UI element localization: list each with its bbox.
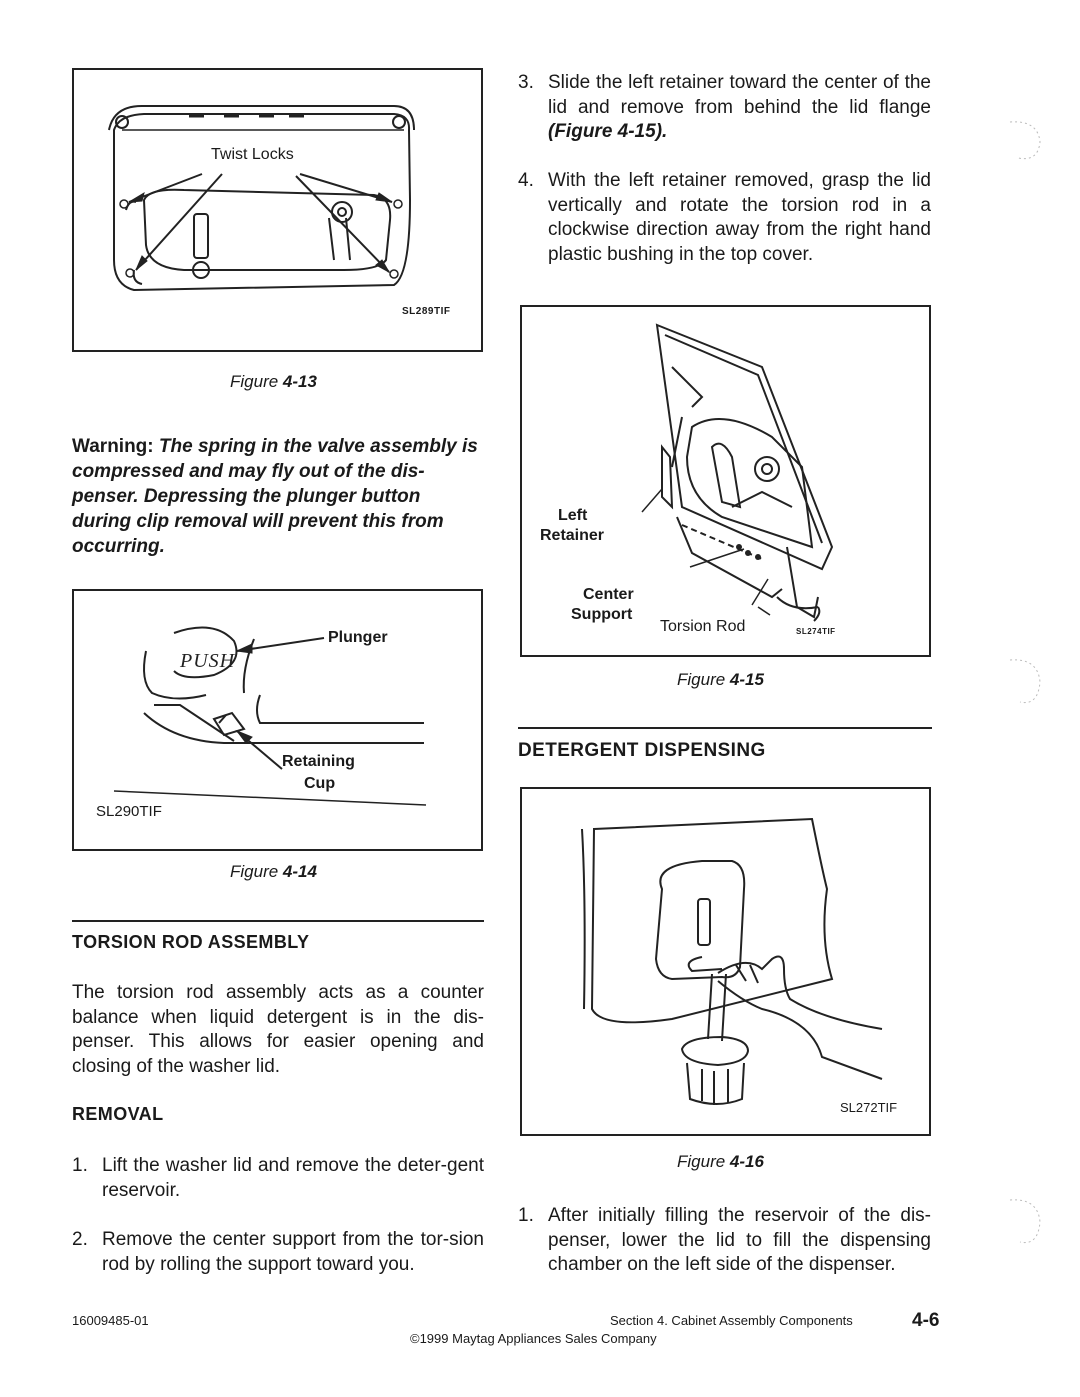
footer-doc-number: 16009485-01 xyxy=(72,1313,149,1328)
figure-4-13-caption-prefix: Figure xyxy=(230,372,283,391)
figure-4-13-illustration xyxy=(108,104,415,292)
figure-4-13-caption-number: 4-13 xyxy=(282,372,317,391)
removal-heading: REMOVAL xyxy=(72,1104,164,1124)
warning-text: Warning: The spring in the valve assembl… xyxy=(72,434,482,559)
torsion-paragraph: The torsion rod assembly acts as a count… xyxy=(72,982,484,1077)
removal-step-4: 4. With the left retainer removed, grasp… xyxy=(518,169,931,269)
removal-step-2: 2. Remove the center support from the to… xyxy=(72,1228,484,1278)
removal-step-1-number: 1. xyxy=(72,1155,88,1176)
figure-4-16-code: SL272TIF xyxy=(840,1100,898,1115)
left-retainer-label: Left Retainer xyxy=(540,506,604,546)
removal-step-1-text: Lift the washer lid and remove the deter… xyxy=(102,1155,484,1201)
detergent-heading: DETERGENT DISPENSING xyxy=(518,740,766,761)
retainer-label: Retainer xyxy=(540,527,605,544)
figure-4-16-caption-prefix: Figure xyxy=(677,1152,730,1171)
removal-step-3-number: 3. xyxy=(518,72,534,93)
figure-4-16-caption-number: 4-16 xyxy=(729,1152,764,1171)
removal-step-4-text: With the left retainer removed, grasp th… xyxy=(548,170,931,265)
figure-4-15-caption: Figure 4-15 xyxy=(677,670,764,690)
figure-4-14-code: SL290TIF xyxy=(96,803,162,820)
figure-4-15-box: Left Retainer Center Support Torsion Rod… xyxy=(520,305,931,657)
removal-step-2-text: Remove the center support from the tor-s… xyxy=(102,1229,484,1275)
center-support-label: Center Support xyxy=(571,585,634,625)
detergent-step-1: 1. After initially filling the reservoir… xyxy=(518,1204,931,1279)
figure-4-16-caption: Figure 4-16 xyxy=(677,1152,764,1172)
push-label: PUSH xyxy=(179,650,236,672)
figure-4-15-caption-prefix: Figure xyxy=(677,670,730,689)
detergent-section-rule xyxy=(518,727,932,729)
binder-hole-marks xyxy=(1009,121,1041,1244)
figure-4-14-illustration: PUSH xyxy=(113,626,427,806)
footer-copyright: ©1999 Maytag Appliances Sales Company xyxy=(410,1331,657,1346)
figure-4-13-caption: Figure 4-13 xyxy=(230,372,317,392)
removal-step-3-text: Slide the left retainer toward the cente… xyxy=(548,71,931,145)
figure-4-16-box: SL272TIF xyxy=(520,787,931,1136)
support-label: Support xyxy=(571,606,633,623)
torsion-rod-label: Torsion Rod xyxy=(660,618,746,635)
figure-4-15-caption-number: 4-15 xyxy=(729,670,764,689)
plunger-label: Plunger xyxy=(328,629,388,646)
removal-step-3: 3. Slide the left retainer toward the ce… xyxy=(518,71,931,146)
footer-section: Section 4. Cabinet Assembly Components xyxy=(610,1313,853,1328)
figure-4-14-box: PUSH Plunger Retaining Cup SL290TIF xyxy=(72,589,483,851)
figure-4-15-illustration xyxy=(641,323,834,622)
figure-4-14-caption-prefix: Figure xyxy=(230,862,283,881)
removal-step-4-number: 4. xyxy=(518,170,534,191)
retaining-label: Retaining xyxy=(282,753,355,770)
twist-locks-label: Twist Locks xyxy=(211,146,294,163)
footer-page-number: 4-6 xyxy=(912,1310,940,1331)
figure-4-14-caption: Figure 4-14 xyxy=(230,862,317,882)
figure-4-13-box: Twist Locks SL289TIF xyxy=(72,68,483,352)
removal-step-3-figure-ref: (Figure 4-15). xyxy=(548,121,668,142)
removal-step-1: 1. Lift the washer lid and remove the de… xyxy=(72,1154,484,1204)
warning-lead: Warning: xyxy=(72,436,154,457)
detergent-step-1-text: After initially filling the reservoir of… xyxy=(548,1205,931,1275)
figure-4-13-code: SL289TIF xyxy=(402,306,451,317)
removal-step-2-number: 2. xyxy=(72,1229,88,1250)
figure-4-16-illustration xyxy=(581,817,883,1105)
figure-4-15-code: SL274TIF xyxy=(796,627,836,636)
torsion-section-rule xyxy=(72,920,484,922)
torsion-heading: TORSION ROD ASSEMBLY xyxy=(72,932,310,952)
warning-body: The spring in the valve assembly is comp… xyxy=(72,436,478,557)
center-label: Center xyxy=(583,586,634,603)
figure-4-14-caption-number: 4-14 xyxy=(282,862,317,881)
removal-step-3-main: Slide the left retainer toward the cente… xyxy=(548,72,931,118)
left-label: Left xyxy=(558,507,588,524)
retaining-cup-label: Retaining Cup xyxy=(282,751,355,795)
cup-label: Cup xyxy=(304,775,336,792)
detergent-step-1-number: 1. xyxy=(518,1205,534,1226)
